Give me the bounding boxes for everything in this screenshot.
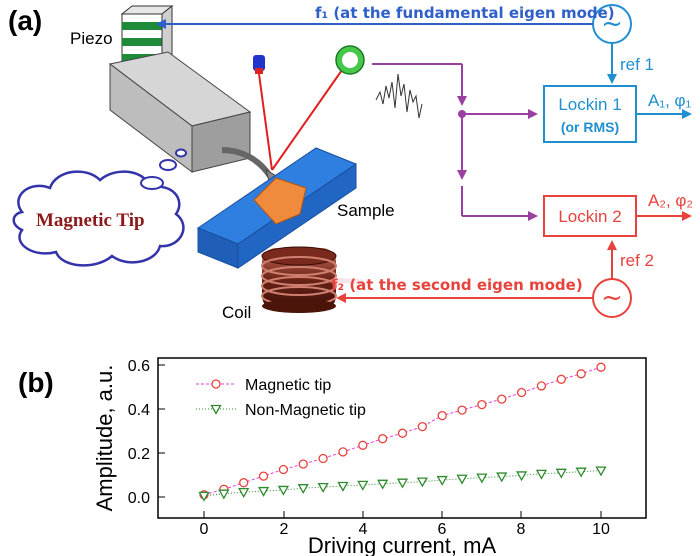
- legend-marker: [211, 379, 221, 389]
- x-tick-label: 10: [592, 521, 610, 538]
- x-axis: 0 2 4 6 8 10: [200, 511, 610, 538]
- y-axis-title: Amplitude, a.u.: [92, 365, 117, 512]
- ref2-label: ref 2: [620, 251, 654, 270]
- x-tick-label: 8: [517, 521, 526, 538]
- lockin-2-title: Lockin 2: [558, 207, 621, 226]
- data-point: [218, 489, 230, 500]
- data-point: [257, 486, 270, 497]
- data-point: [377, 434, 388, 444]
- ref1-label: ref 1: [620, 55, 654, 74]
- data-point: [575, 467, 587, 478]
- data-point: [456, 474, 468, 485]
- data-point: [437, 410, 447, 421]
- data-point: [198, 491, 210, 502]
- data-point: [358, 440, 368, 450]
- cloud-label: Magnetic Tip: [36, 210, 145, 231]
- x-axis-title: Driving current, mA: [308, 533, 497, 556]
- panel-b: (b) 0.0 0.2 0.4 0.6 Amplitude, a.u. 0 2 …: [18, 357, 647, 556]
- y-tick-label: 0.0: [128, 490, 150, 507]
- x-tick-label: 0: [200, 521, 209, 538]
- laser-source: [253, 55, 265, 74]
- data-point: [457, 405, 467, 415]
- data-point: [515, 471, 528, 482]
- data-point: [555, 468, 567, 479]
- lockin-2-output: A₂, φ₂: [648, 191, 693, 210]
- magnetic-tip-cloud: [12, 148, 187, 267]
- y-tick-label: 0.2: [128, 446, 150, 463]
- data-point: [258, 471, 269, 481]
- data-point: [497, 394, 507, 404]
- coil: [261, 246, 365, 313]
- panel-a-label: (a): [8, 5, 42, 36]
- panel-b-label: (b): [18, 367, 54, 398]
- data-point: [436, 475, 448, 486]
- data-point: [397, 428, 408, 438]
- x-tick-label: 6: [438, 521, 447, 538]
- oscillator-1-symbol: ~: [601, 9, 623, 39]
- lockin-1-output: A₁, φ₁: [648, 91, 692, 110]
- data-point: [556, 374, 566, 384]
- legend-symbol-nonmagnetic: [196, 404, 236, 415]
- data-point: [239, 478, 249, 488]
- lockin-1-title: Lockin 1: [558, 95, 621, 114]
- data-point: [297, 484, 309, 495]
- data-point: [298, 459, 308, 469]
- y-axis: 0.0 0.2 0.4 0.6: [128, 358, 165, 507]
- signal-paths: [372, 63, 538, 221]
- legend-symbol-magnetic: [196, 379, 236, 389]
- plot-frame: [157, 357, 647, 519]
- data-point: [496, 472, 508, 483]
- data-point: [535, 469, 548, 480]
- data-point: [277, 485, 290, 496]
- data-point: [338, 447, 348, 457]
- data-point: [477, 399, 487, 410]
- data-point: [516, 387, 527, 398]
- x-tick-label: 4: [359, 521, 368, 538]
- f2-label: f₂ (at the second eigen mode): [331, 276, 583, 294]
- cantilever-holder: [108, 51, 281, 194]
- f1-label: f₁ (at the fundamental eigen mode): [315, 4, 615, 22]
- data-point: [238, 488, 250, 498]
- x-tick-label: 2: [280, 521, 289, 538]
- legend-label-magnetic: Magnetic tip: [245, 377, 331, 394]
- laser-beam-in: [258, 73, 273, 171]
- data-point: [357, 480, 369, 491]
- y-tick-label: 0.4: [128, 402, 150, 419]
- series-magnetic-tip: [199, 362, 606, 500]
- legend-marker: [210, 404, 222, 415]
- data-point: [476, 473, 488, 484]
- data-point: [318, 453, 328, 464]
- piezo-label: Piezo: [70, 29, 113, 48]
- data-point: [337, 481, 349, 492]
- panel-a: (a) Piezo: [8, 4, 693, 322]
- data-point: [396, 478, 409, 489]
- data-point: [416, 477, 428, 488]
- sample-label: Sample: [337, 201, 395, 220]
- data-point: [377, 479, 389, 490]
- sample-slab: [196, 147, 358, 269]
- oscillator-2: ~: [592, 278, 632, 318]
- legend: Magnetic tip Non-Magnetic tip: [196, 377, 366, 419]
- lockin-2-box: [543, 195, 637, 237]
- series-nonmagnetic-tip: [198, 466, 607, 502]
- data-point: [596, 362, 606, 372]
- photodetector: [335, 45, 365, 75]
- lockin-1-subtitle: (or RMS): [561, 119, 619, 135]
- laser-beam-out: [271, 69, 343, 171]
- coil-label: Coil: [222, 303, 251, 322]
- deflection-signal-trace: [375, 73, 423, 119]
- oscillator-2-symbol: ~: [601, 283, 623, 313]
- data-point: [417, 421, 428, 432]
- data-point: [278, 464, 289, 475]
- legend-label-nonmagnetic: Non-Magnetic tip: [245, 402, 366, 419]
- data-point: [536, 381, 547, 391]
- data-point: [595, 466, 607, 477]
- data-point: [317, 482, 329, 493]
- data-point: [576, 369, 586, 379]
- y-tick-label: 0.6: [128, 358, 150, 375]
- series-layer: [198, 362, 607, 502]
